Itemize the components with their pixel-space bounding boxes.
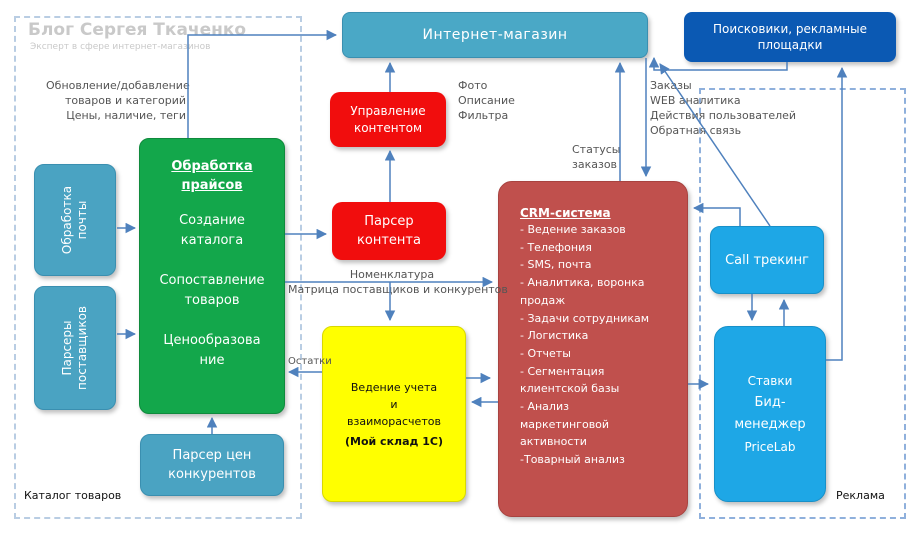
bids-line-2: Бид-: [754, 395, 786, 410]
search-ads-line-2: площадки: [757, 38, 823, 52]
crm-item: -Товарный анализ: [520, 453, 625, 467]
crm-item: - Аналитика, воронка: [520, 276, 645, 290]
crm-item: - Сегментация: [520, 364, 605, 378]
order-status-line-1: Статусы: [572, 143, 621, 156]
internet-shop-label: Интернет-магазин: [422, 27, 568, 43]
arrow-calltracking-to-crm: [692, 202, 741, 226]
nomenclature-line-2: Матрица поставщиков и конкурентов: [288, 283, 508, 296]
price-item-1-line-1: Создание: [179, 213, 245, 228]
arrow-prices-to-shop: [187, 29, 338, 138]
competitor-parser-line-2: конкурентов: [168, 467, 256, 482]
price-item-3-line-2: ние: [199, 353, 225, 368]
crm-title: CRM-система: [520, 206, 611, 220]
crm-item: маркетинговой: [520, 417, 610, 431]
nomenclature-line-1: Номенклатура: [349, 268, 435, 281]
price-item-2-line-1: Сопоставление: [159, 273, 265, 288]
accounting-line-1: Ведение учета: [350, 380, 438, 394]
crm-item: - Анализ: [520, 400, 569, 414]
bids-node: Ставки Бид- менеджер PriceLab: [714, 326, 826, 502]
update-catalog-line-3: Цены, наличие, теги: [66, 109, 186, 122]
call-tracking-label: Call трекинг: [725, 252, 809, 268]
photo-desc-line-2: Описание: [458, 94, 515, 107]
ads-region: [699, 88, 906, 519]
mail-processing-node: Обработка почты: [34, 164, 116, 276]
nomenclature-label: Номенклатура Матрица поставщиков и конку…: [288, 267, 508, 297]
catalog-region: [14, 16, 302, 519]
crm-item: - Телефония: [520, 240, 592, 254]
accounting-node: Ведение учета и взаиморасчетов (Мой скла…: [322, 326, 466, 502]
content-management-line-2: контентом: [353, 120, 423, 135]
price-processing-title-1: Обработка: [171, 159, 253, 174]
crm-item: клиентской базы: [520, 382, 620, 396]
orders-stats-line-4: Обратная связь: [650, 124, 742, 137]
content-parser-node: Парсер контента: [332, 202, 446, 260]
price-processing-title-2: прайсов: [181, 178, 243, 193]
ads-label: Реклама: [836, 489, 885, 502]
content-management-node: Управление контентом: [330, 92, 446, 147]
price-item-2-line-2: товаров: [184, 293, 240, 308]
accounting-bold: (Мой склад 1С): [344, 434, 443, 448]
orders-stats-line-2: WEB аналитика: [650, 94, 741, 107]
call-tracking-node: Call трекинг: [710, 226, 824, 294]
order-status-line-2: заказов: [572, 158, 618, 171]
order-status-label: Статусы заказов: [572, 142, 620, 172]
catalog-label: Каталог товаров: [24, 489, 122, 502]
update-catalog-line-1: Обновление/добавление: [46, 79, 190, 92]
arrow-bids-to-ads: [826, 66, 848, 361]
accounting-line-3: взаиморасчетов: [347, 414, 441, 428]
price-item-1-line-2: каталога: [180, 233, 244, 248]
stock-label: Остатки: [288, 356, 332, 367]
crm-item: - Отчеты: [520, 346, 571, 360]
crm-node: CRM-система - Ведение заказов - Телефония…: [498, 181, 688, 517]
content-management-line-1: Управление: [350, 103, 426, 118]
internet-shop-node: Интернет-магазин: [342, 12, 648, 58]
orders-stats-line-3: Действия пользователей: [650, 109, 797, 122]
arrow-calltracking-to-shop: [659, 63, 771, 227]
content-parser-line-1: Парсер: [364, 214, 414, 229]
bids-line-1: Ставки: [747, 374, 793, 388]
orders-stats-label: Заказы WEB аналитика Действия пользовате…: [650, 78, 796, 138]
price-processing-node: Обработка прайсов Создание каталога Сопо…: [139, 138, 285, 414]
competitor-parser-node: Парсер цен конкурентов: [140, 434, 284, 496]
accounting-line-2: и: [390, 397, 398, 411]
crm-items-list: - Ведение заказов - Телефония - SMS, почта…: [520, 221, 687, 469]
arrow-ads-to-shop: [648, 56, 788, 71]
bids-line-3: менеджер: [734, 417, 806, 432]
crm-item: - Задачи сотрудникам: [520, 311, 650, 325]
photo-desc-label: Фото Описание Фильтра: [458, 78, 515, 123]
crm-item: активности: [520, 435, 587, 449]
price-item-3-line-1: Ценообразова: [163, 333, 261, 348]
content-parser-line-2: контента: [357, 233, 421, 248]
photo-desc-line-3: Фильтра: [458, 109, 509, 122]
crm-item: - SMS, почта: [520, 258, 592, 272]
photo-desc-line-1: Фото: [458, 79, 488, 92]
crm-item: - Ведение заказов: [520, 223, 626, 236]
blog-subtitle: Эксперт в сфере интернет-магазинов: [30, 42, 211, 52]
update-catalog-label: Обновление/добавление товаров и категори…: [46, 78, 190, 123]
competitor-parser-line-1: Парсер цен: [172, 448, 252, 463]
search-ads-line-1: Поисковики, рекламные: [713, 22, 867, 36]
crm-item: продаж: [520, 293, 566, 307]
crm-item: - Логистика: [520, 329, 589, 343]
orders-stats-line-1: Заказы: [650, 79, 692, 92]
search-ads-node: Поисковики, рекламные площадки: [684, 12, 896, 62]
update-catalog-line-2: товаров и категорий: [64, 94, 186, 107]
supplier-parsers-node: Парсеры поставщиков: [34, 286, 116, 410]
bids-line-4: PriceLab: [744, 440, 796, 454]
